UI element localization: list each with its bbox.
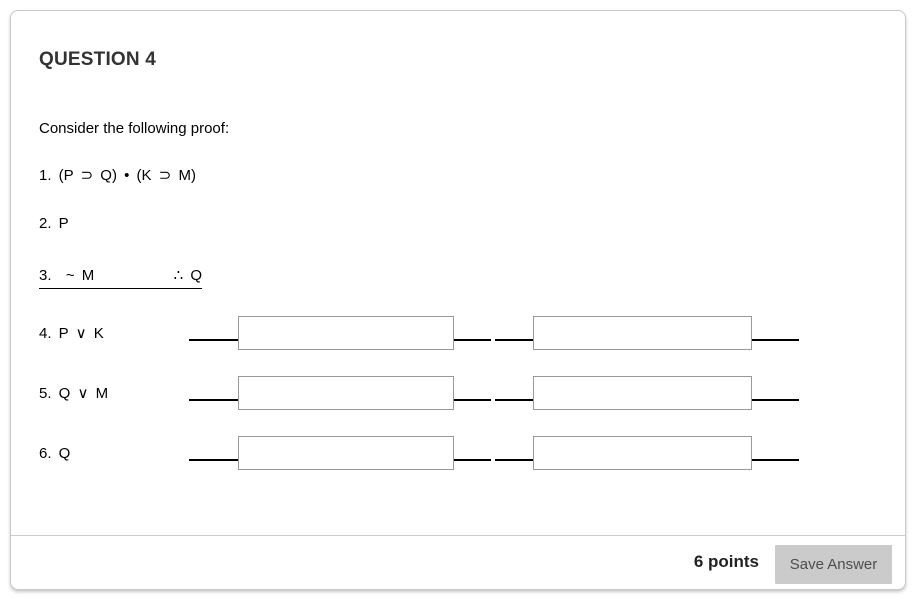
question-panel: QUESTION 4 Consider the following proof:…	[10, 10, 906, 590]
premise-3-conclusion: ∴ Q	[173, 267, 202, 284]
proof-row-6: 6. Q	[11, 436, 905, 470]
proof-premise-2: 2. P	[39, 215, 69, 232]
blank-line	[454, 339, 491, 341]
proof-row-5: 5. Q ∨ M	[11, 376, 905, 410]
blank-line	[189, 399, 238, 401]
answer-input-6-lines[interactable]	[238, 436, 454, 470]
proof-line-5-label: 5. Q ∨ M	[39, 385, 109, 402]
premise-3-left: 3. ~ M	[39, 267, 95, 284]
blank-line	[189, 459, 238, 461]
question-title: QUESTION 4	[39, 49, 157, 70]
proof-premise-3-underlined: 3. ~ M ∴ Q	[39, 266, 202, 289]
save-answer-button[interactable]: Save Answer	[775, 545, 892, 584]
proof-row-4: 4. P ∨ K	[11, 316, 905, 350]
blank-line	[752, 339, 799, 341]
blank-line	[189, 339, 238, 341]
answer-input-6-rule[interactable]	[533, 436, 752, 470]
blank-line	[454, 459, 491, 461]
blank-line	[454, 399, 491, 401]
answer-input-5-lines[interactable]	[238, 376, 454, 410]
blank-line	[752, 399, 799, 401]
blank-line	[495, 459, 533, 461]
blank-line	[495, 399, 533, 401]
proof-premise-1: 1. (P ⊃ Q) • (K ⊃ M)	[39, 167, 196, 184]
footer-divider	[11, 535, 905, 536]
proof-line-6-label: 6. Q	[39, 445, 71, 462]
blank-line	[495, 339, 533, 341]
points-label: 6 points	[693, 552, 759, 571]
blank-line	[752, 459, 799, 461]
answer-input-4-lines[interactable]	[238, 316, 454, 350]
answer-input-5-rule[interactable]	[533, 376, 752, 410]
proof-line-4-label: 4. P ∨ K	[39, 325, 104, 342]
answer-input-4-rule[interactable]	[533, 316, 752, 350]
question-prompt: Consider the following proof:	[39, 120, 230, 137]
